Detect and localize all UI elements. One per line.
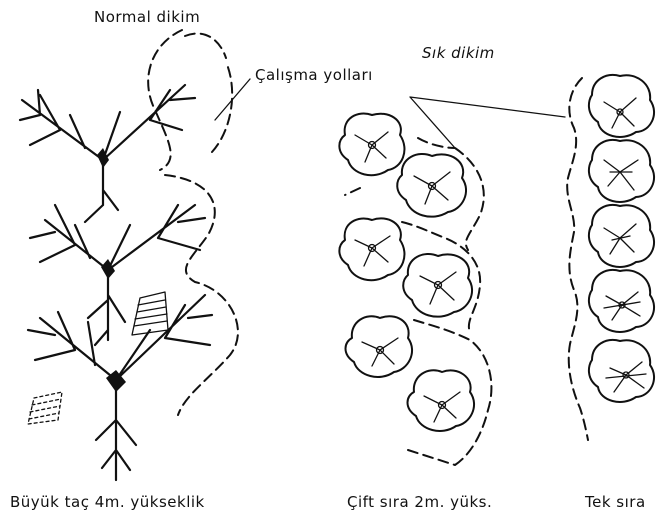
large-crown-tree-2 [30,205,205,345]
hatched-box-upper [132,292,168,335]
single-row-crown-1 [589,75,654,137]
double-row-crown-2 [397,154,466,217]
large-crown-tree-3 [28,295,212,480]
label-single-row: Tek sıra [585,493,646,511]
double-row-crown-1 [339,114,404,176]
single-row-crown-2 [589,140,654,202]
work-path-left [148,30,238,415]
work-path-right [567,78,588,440]
double-row-crown-6 [408,370,475,431]
label-dense-planting: Sık dikim [422,44,495,62]
single-row-crown-4 [589,270,654,332]
large-crown-tree-1 [20,85,195,222]
double-row-crown-3 [339,218,404,280]
double-row-crown-4 [403,254,472,317]
label-normal-planting: Normal dikim [94,8,200,26]
double-row-trees [339,114,474,431]
label-large-crown: Büyük taç 4m. yükseklik [10,493,205,511]
double-row-crown-5 [346,316,413,377]
single-row-trees [589,75,654,402]
hatched-box-lower [28,392,62,424]
label-work-paths: Çalışma yolları [255,66,373,84]
single-row-crown-3 [589,205,654,267]
single-row-crown-5 [589,340,654,402]
label-double-row: Çift sıra 2m. yüks. [347,493,492,511]
